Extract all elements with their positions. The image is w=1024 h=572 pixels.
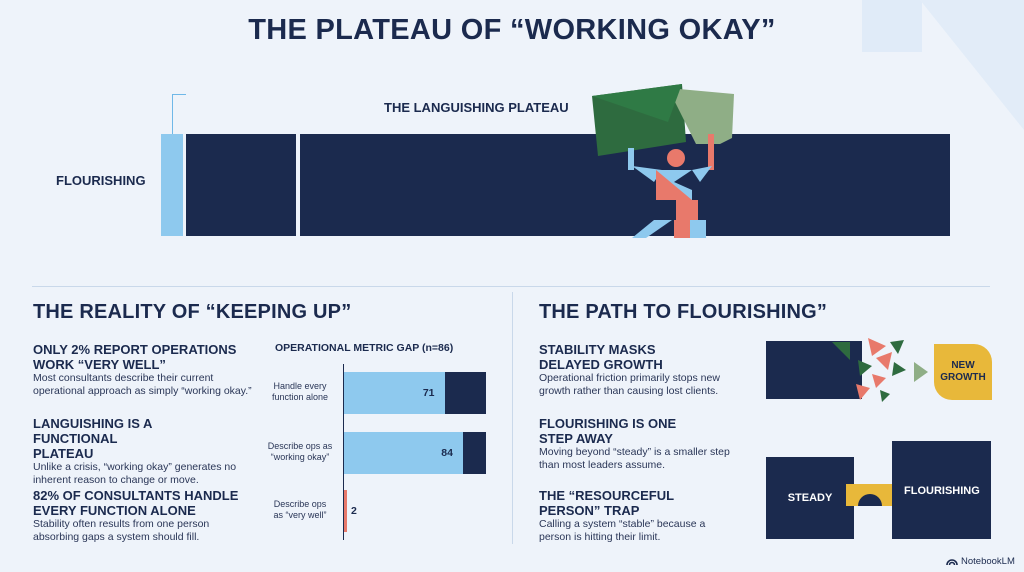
chart-value-label: 71 [422,387,435,399]
bridge-arch [858,494,882,506]
right-point-body: Calling a system “stable” because a pers… [539,518,706,543]
right-point-title: FLOURISHING IS ONE STEP AWAY [539,416,677,446]
chart-axis-line [343,364,344,540]
chart-bar [344,432,464,474]
right-point-3: THE “RESOURCEFUL PERSON” TRAP Calling a … [539,488,739,544]
new-growth-badge: NEW GROWTH [934,344,992,400]
flourishing-block: FLOURISHING [892,441,991,539]
right-point-title: STABILITY MASKS DELAYED GROWTH [539,342,663,372]
right-point-title: THE “RESOURCEFUL PERSON” TRAP [539,488,674,518]
right-section-heading: THE PATH TO FLOURISHING” [539,301,828,323]
left-point-body: Unlike a crisis, “working okay” generate… [33,461,237,486]
chart-bar [344,372,445,414]
brand-name: NotebookLM [961,556,1015,567]
plateau-block-small [186,134,296,236]
figure-lifting-block-illustration [592,84,734,238]
corner-decoration [862,0,922,52]
horizontal-divider [32,286,990,287]
bracket-line-horizontal [172,94,186,95]
notebooklm-logo-icon [946,559,958,566]
chart-value-label: 84 [441,447,453,459]
corner-triangle-decoration [920,0,1024,130]
right-point-body: Moving beyond “steady” is a smaller step… [539,446,730,471]
left-point-3: 82% OF CONSULTANTS HANDLE EVERY FUNCTION… [33,488,258,544]
left-point-body: Stability often results from one person … [33,518,210,543]
left-section-heading: THE REALITY OF “KEEPING UP” [33,301,352,323]
brand: NotebookLM [946,556,1015,567]
chart-category-label-line: Describe ops as [267,441,333,451]
page-title: THE PLATEAU OF “WORKING OKAY” [248,14,776,46]
left-point-title: 82% OF CONSULTANTS HANDLE EVERY FUNCTION… [33,488,239,518]
left-point-1: ONLY 2% REPORT OPERATIONS WORK “VERY WEL… [33,342,258,398]
bracket-line-vertical [172,94,173,134]
flourishing-bar [161,134,183,236]
chart-category-label-line: Describe ops [273,499,327,509]
right-point-body: Operational friction primarily stops new… [539,372,720,397]
steady-block: STEADY [766,457,854,539]
vertical-divider [512,292,513,544]
left-point-2: LANGUISHING IS A FUNCTIONAL PLATEAU Unli… [33,416,258,487]
chart-title: OPERATIONAL METRIC GAP (n=86) [275,342,454,354]
new-growth-label: NEW GROWTH [940,360,986,383]
chart-category-label: Describe ops as“working okay” [262,441,338,463]
chart-value-label: 2 [351,505,357,517]
chart-category-label-line: “working okay” [270,452,330,462]
chart-category-label-line: Handle every [273,381,327,391]
chart-bar [344,490,347,532]
bridge [846,484,894,506]
flourishing-label: FLOURISHING [56,173,146,188]
right-point-2: FLOURISHING IS ONE STEP AWAY Moving beyo… [539,416,739,472]
left-point-body: Most consultants describe their current … [33,372,252,397]
languishing-plateau-label: THE LANGUISHING PLATEAU [384,100,569,115]
steady-label: STEADY [787,492,833,504]
left-point-title: LANGUISHING IS A FUNCTIONAL PLATEAU [33,416,152,461]
flourishing-block-label: FLOURISHING [904,485,980,497]
growth-shards-illustration [832,338,928,402]
right-point-1: STABILITY MASKS DELAYED GROWTH Operation… [539,342,739,398]
chart-category-label-line: as “very well” [273,510,327,520]
left-point-title: ONLY 2% REPORT OPERATIONS WORK “VERY WEL… [33,342,237,372]
chart-category-label-line: function alone [271,392,329,402]
